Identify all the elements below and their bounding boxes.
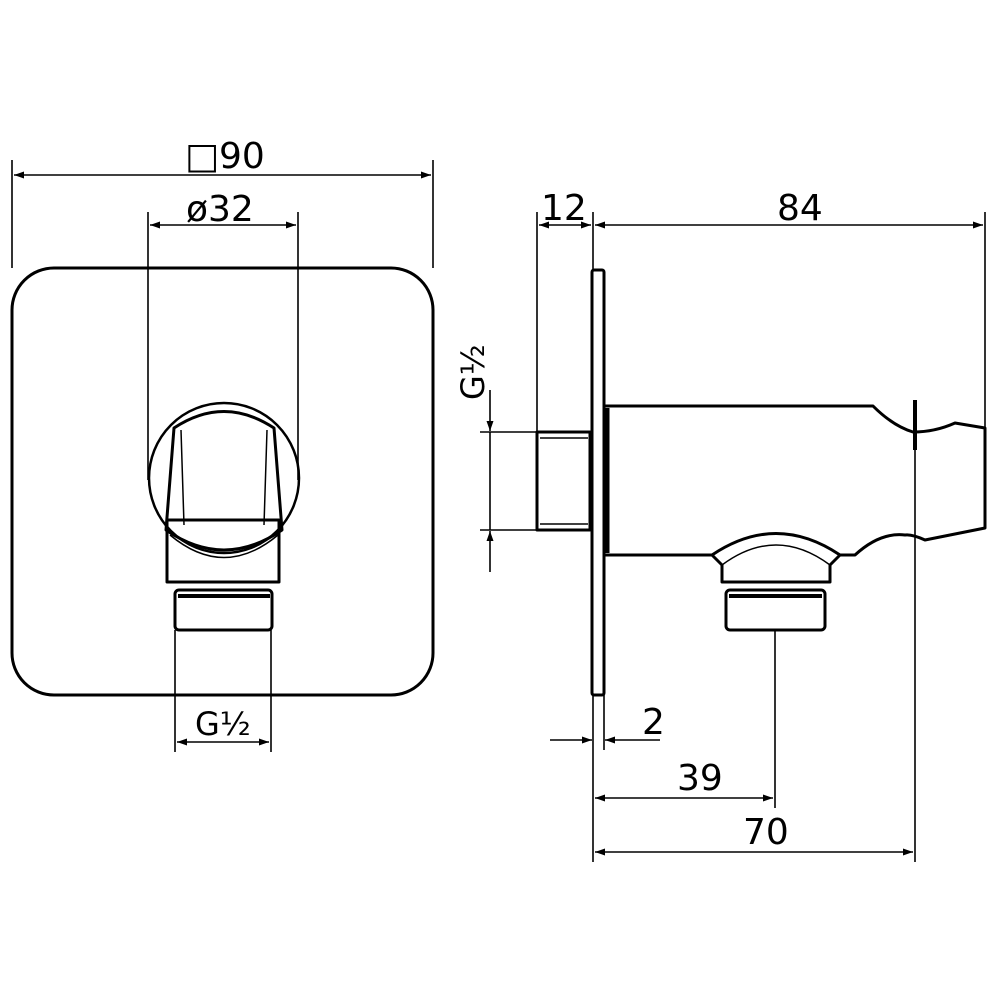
outlet-nut bbox=[173, 588, 274, 632]
dim-plate-label: 12 bbox=[541, 188, 587, 229]
dim-diameter-label: ø32 bbox=[186, 189, 254, 230]
dim-outlet-offset-label: 39 bbox=[677, 758, 723, 799]
outlet-bump bbox=[710, 532, 842, 584]
wall-plate-side bbox=[590, 268, 606, 697]
side-view: 12 84 G½ 2 39 70 bbox=[454, 188, 987, 862]
dim-plate-thickness-label: 2 bbox=[642, 702, 665, 743]
holder-stem bbox=[165, 518, 281, 584]
dim-thread-label: G½ bbox=[195, 705, 251, 743]
dim-square-label: □90 bbox=[185, 136, 265, 177]
wall-plate-square bbox=[10, 266, 435, 697]
front-view: □90 ø32 G½ bbox=[10, 136, 435, 752]
holder-body bbox=[604, 404, 987, 557]
dim-depth-label: 84 bbox=[777, 188, 823, 229]
dim-body-length-label: 70 bbox=[743, 812, 789, 853]
holder-cradle bbox=[164, 410, 284, 552]
holder-circle bbox=[147, 401, 301, 555]
inlet-nipple bbox=[535, 430, 592, 532]
dim-inlet-thread-label: G½ bbox=[454, 344, 492, 400]
